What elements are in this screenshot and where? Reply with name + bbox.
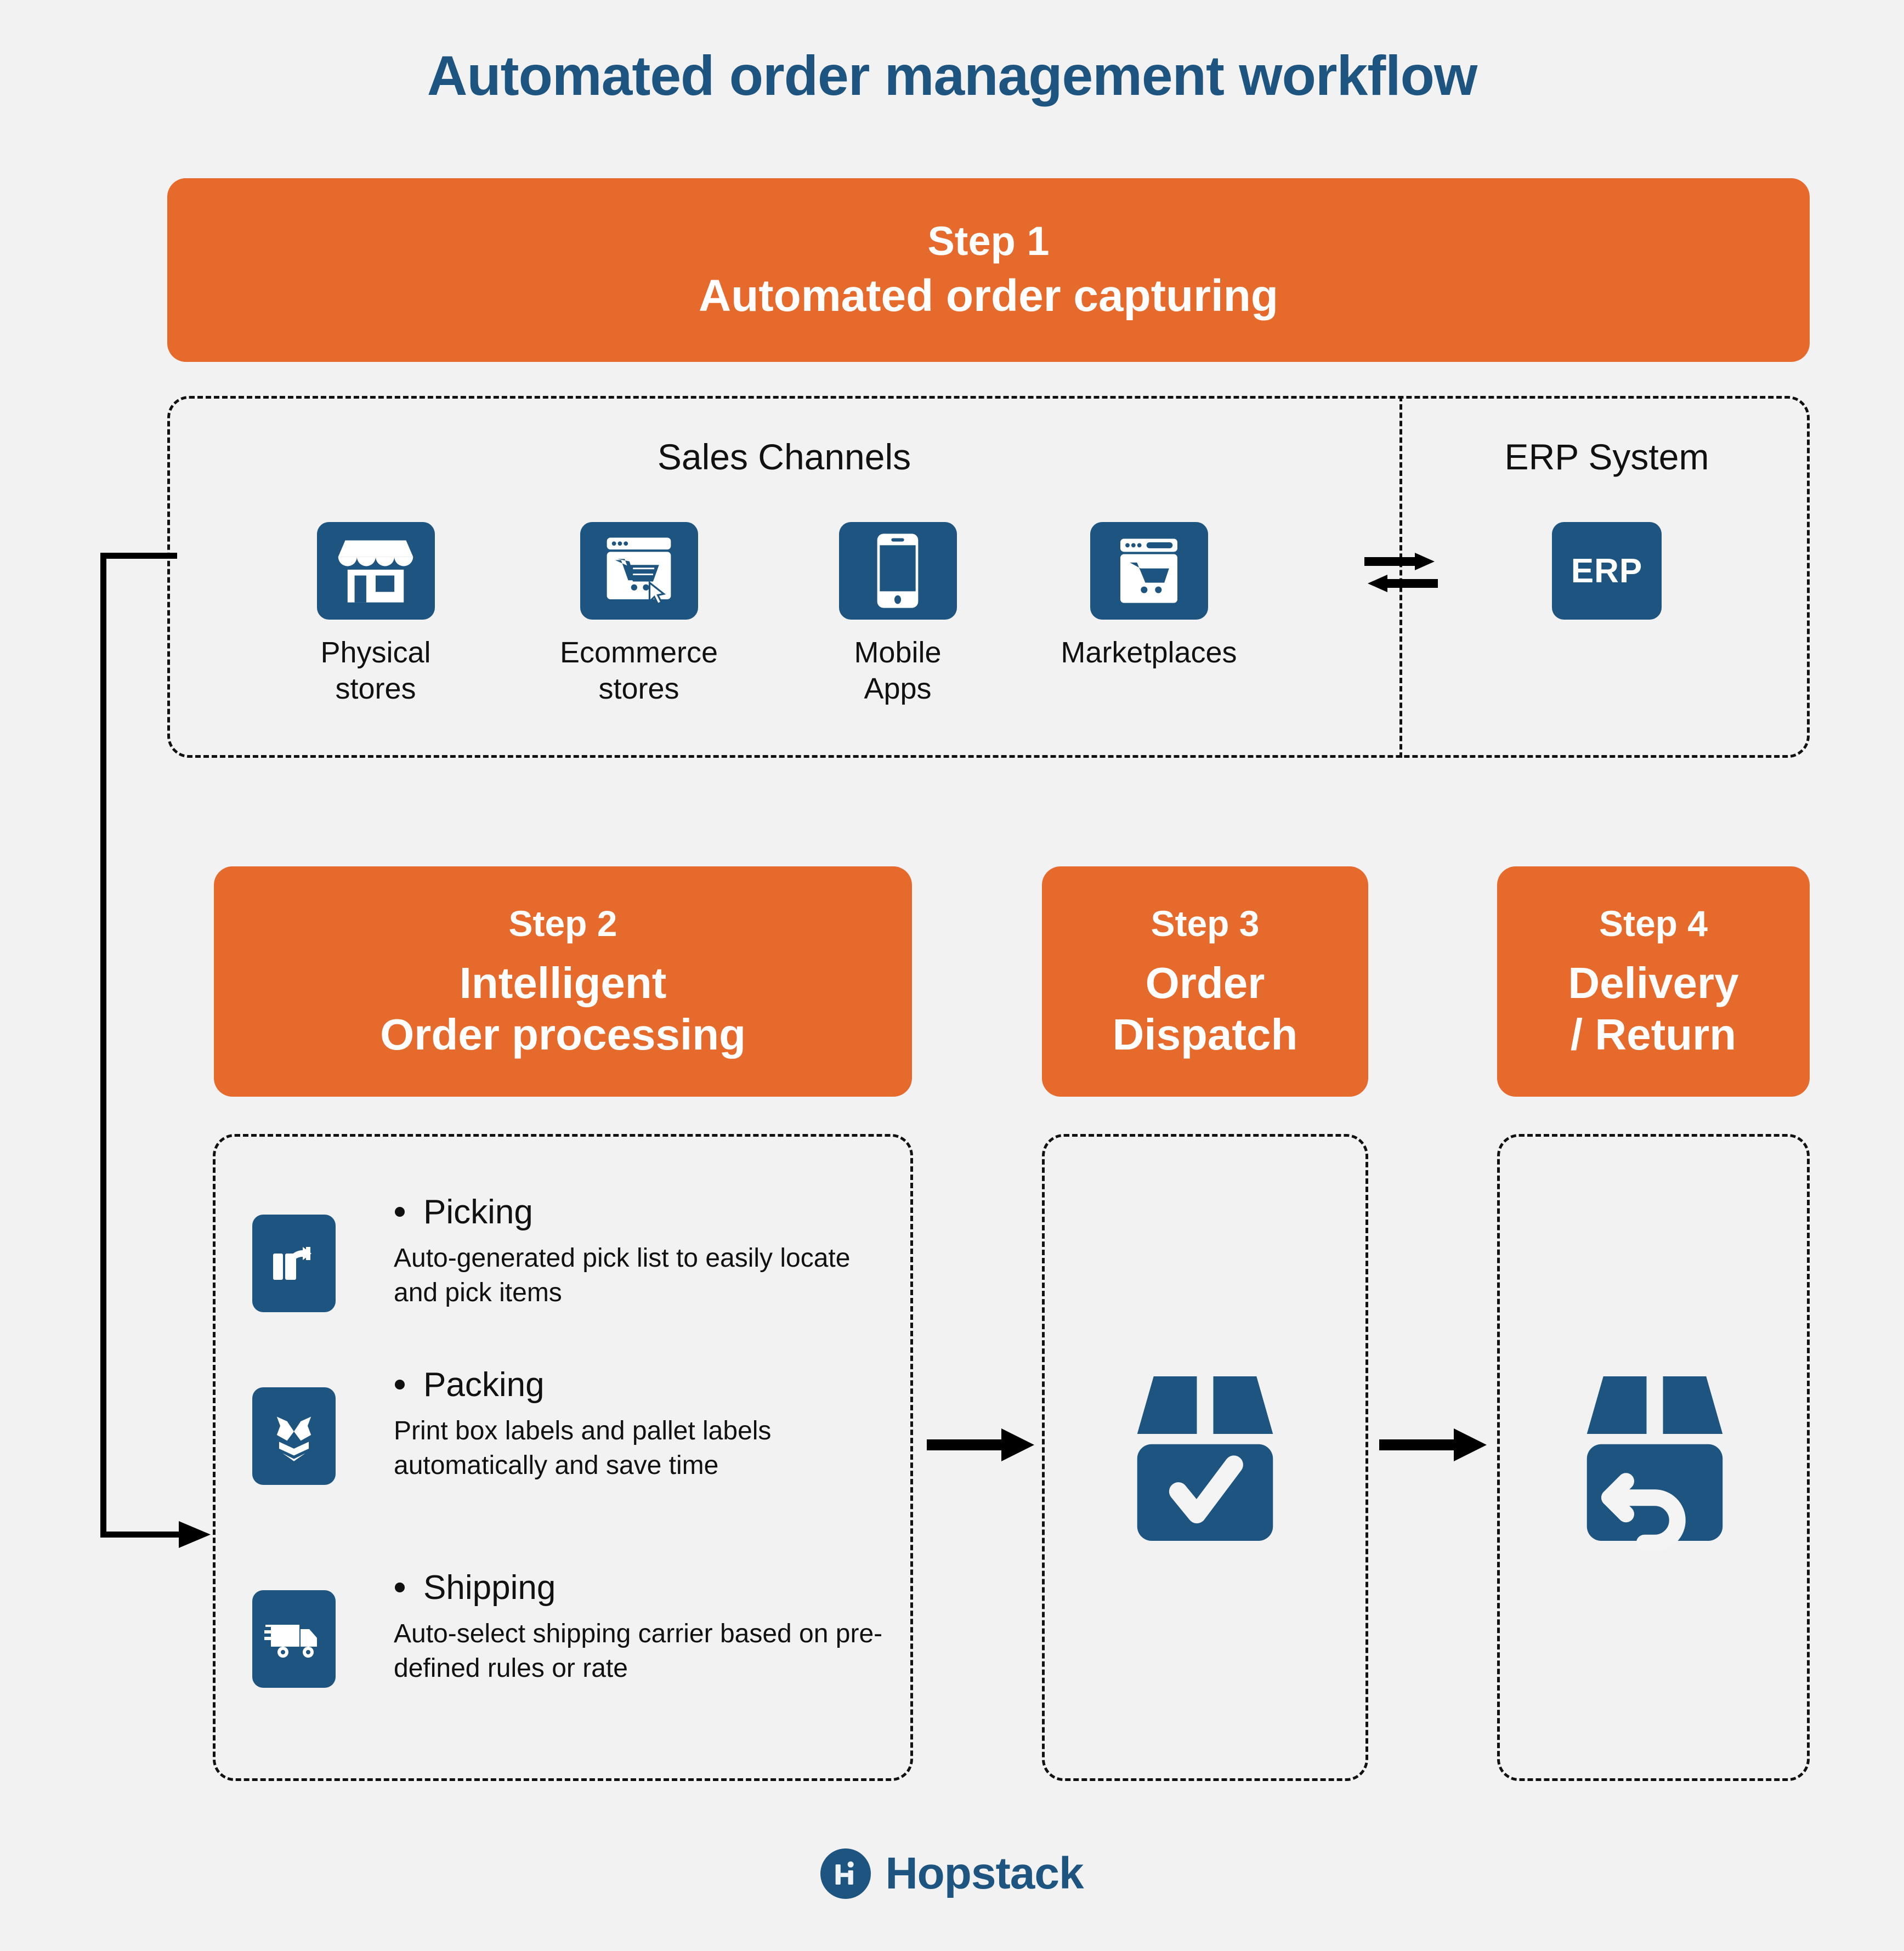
order-capture-container	[167, 396, 1810, 758]
channel-ecommerce-stores[interactable]: Ecommerce stores	[548, 522, 729, 707]
erp-system-heading: ERP System	[1504, 436, 1709, 477]
step-2-title: Intelligent Order processing	[380, 958, 746, 1059]
channel-physical-stores[interactable]: Physical stores	[285, 522, 466, 707]
browser-cart-cursor-icon	[580, 522, 698, 620]
hand-pick-item-icon	[252, 1215, 336, 1312]
bidirectional-sync-arrows-icon	[1360, 543, 1442, 603]
feedback-loop-arrow-icon	[82, 537, 225, 1568]
erp-label: ERP	[1571, 552, 1643, 590]
process-item-description: Print box labels and pallet labels autom…	[394, 1416, 772, 1481]
browser-cart-icon	[1090, 522, 1208, 620]
step-4-banner: Step 4 Delivery / Return	[1497, 866, 1810, 1097]
bullet-dot-icon	[395, 1582, 405, 1592]
brand-name: Hopstack	[885, 1848, 1084, 1898]
channel-marketplaces[interactable]: Marketplaces	[1058, 522, 1239, 671]
channel-label: Ecommerce stores	[559, 636, 718, 705]
hopstack-monogram-icon	[820, 1848, 871, 1899]
process-item-title: Packing	[423, 1366, 545, 1404]
erp-divider	[1399, 396, 1402, 758]
process-item-title-wrap: Picking	[395, 1193, 533, 1232]
step-2-number: Step 2	[508, 903, 617, 944]
step-1-number: Step 1	[927, 218, 1050, 264]
sales-channels-heading: Sales Channels	[657, 436, 911, 477]
page-title: Automated order management workflow	[427, 44, 1478, 107]
step-3-container	[1042, 1134, 1368, 1781]
arrow-step2-to-step3-icon	[927, 1423, 1036, 1467]
step-4-number: Step 4	[1599, 903, 1708, 944]
step-2-container	[213, 1134, 913, 1781]
process-item-title: Shipping	[423, 1569, 556, 1607]
channel-mobile-apps[interactable]: Mobile Apps	[807, 522, 988, 707]
step-2-banner: Step 2 Intelligent Order processing	[214, 866, 912, 1097]
box-with-checkmark-icon	[1102, 1352, 1308, 1557]
step-3-title: Order Dispatch	[1112, 958, 1298, 1059]
step-1-title: Automated order capturing	[699, 270, 1278, 321]
process-item-title-wrap: Packing	[395, 1365, 545, 1404]
box-with-return-arrow-icon	[1552, 1352, 1758, 1557]
mobile-phone-icon	[838, 522, 957, 620]
step-4-title: Delivery / Return	[1568, 958, 1739, 1059]
process-item-description: Auto-generated pick list to easily locat…	[394, 1244, 851, 1308]
step-1-banner: Step 1 Automated order capturing	[167, 178, 1810, 362]
bullet-dot-icon	[395, 1206, 405, 1217]
step-3-number: Step 3	[1151, 903, 1260, 944]
channel-label: Mobile Apps	[854, 636, 942, 705]
channel-label: Physical stores	[320, 636, 431, 705]
step-4-container	[1497, 1134, 1810, 1781]
footer-logo: Hopstack	[0, 1848, 1904, 1899]
bullet-dot-icon	[395, 1379, 405, 1389]
process-item-title: Picking	[423, 1193, 533, 1231]
step-3-banner: Step 3 Order Dispatch	[1042, 866, 1368, 1097]
arrow-step3-to-step4-icon	[1379, 1423, 1489, 1467]
process-item-title-wrap: Shipping	[395, 1568, 556, 1607]
storefront-icon	[316, 522, 435, 620]
erp-tile-icon[interactable]: ERP	[1552, 522, 1662, 620]
channel-label: Marketplaces	[1061, 636, 1237, 669]
delivery-truck-icon	[252, 1590, 336, 1688]
open-box-packing-icon	[252, 1387, 336, 1485]
process-item-description: Auto-select shipping carrier based on pr…	[394, 1619, 883, 1683]
